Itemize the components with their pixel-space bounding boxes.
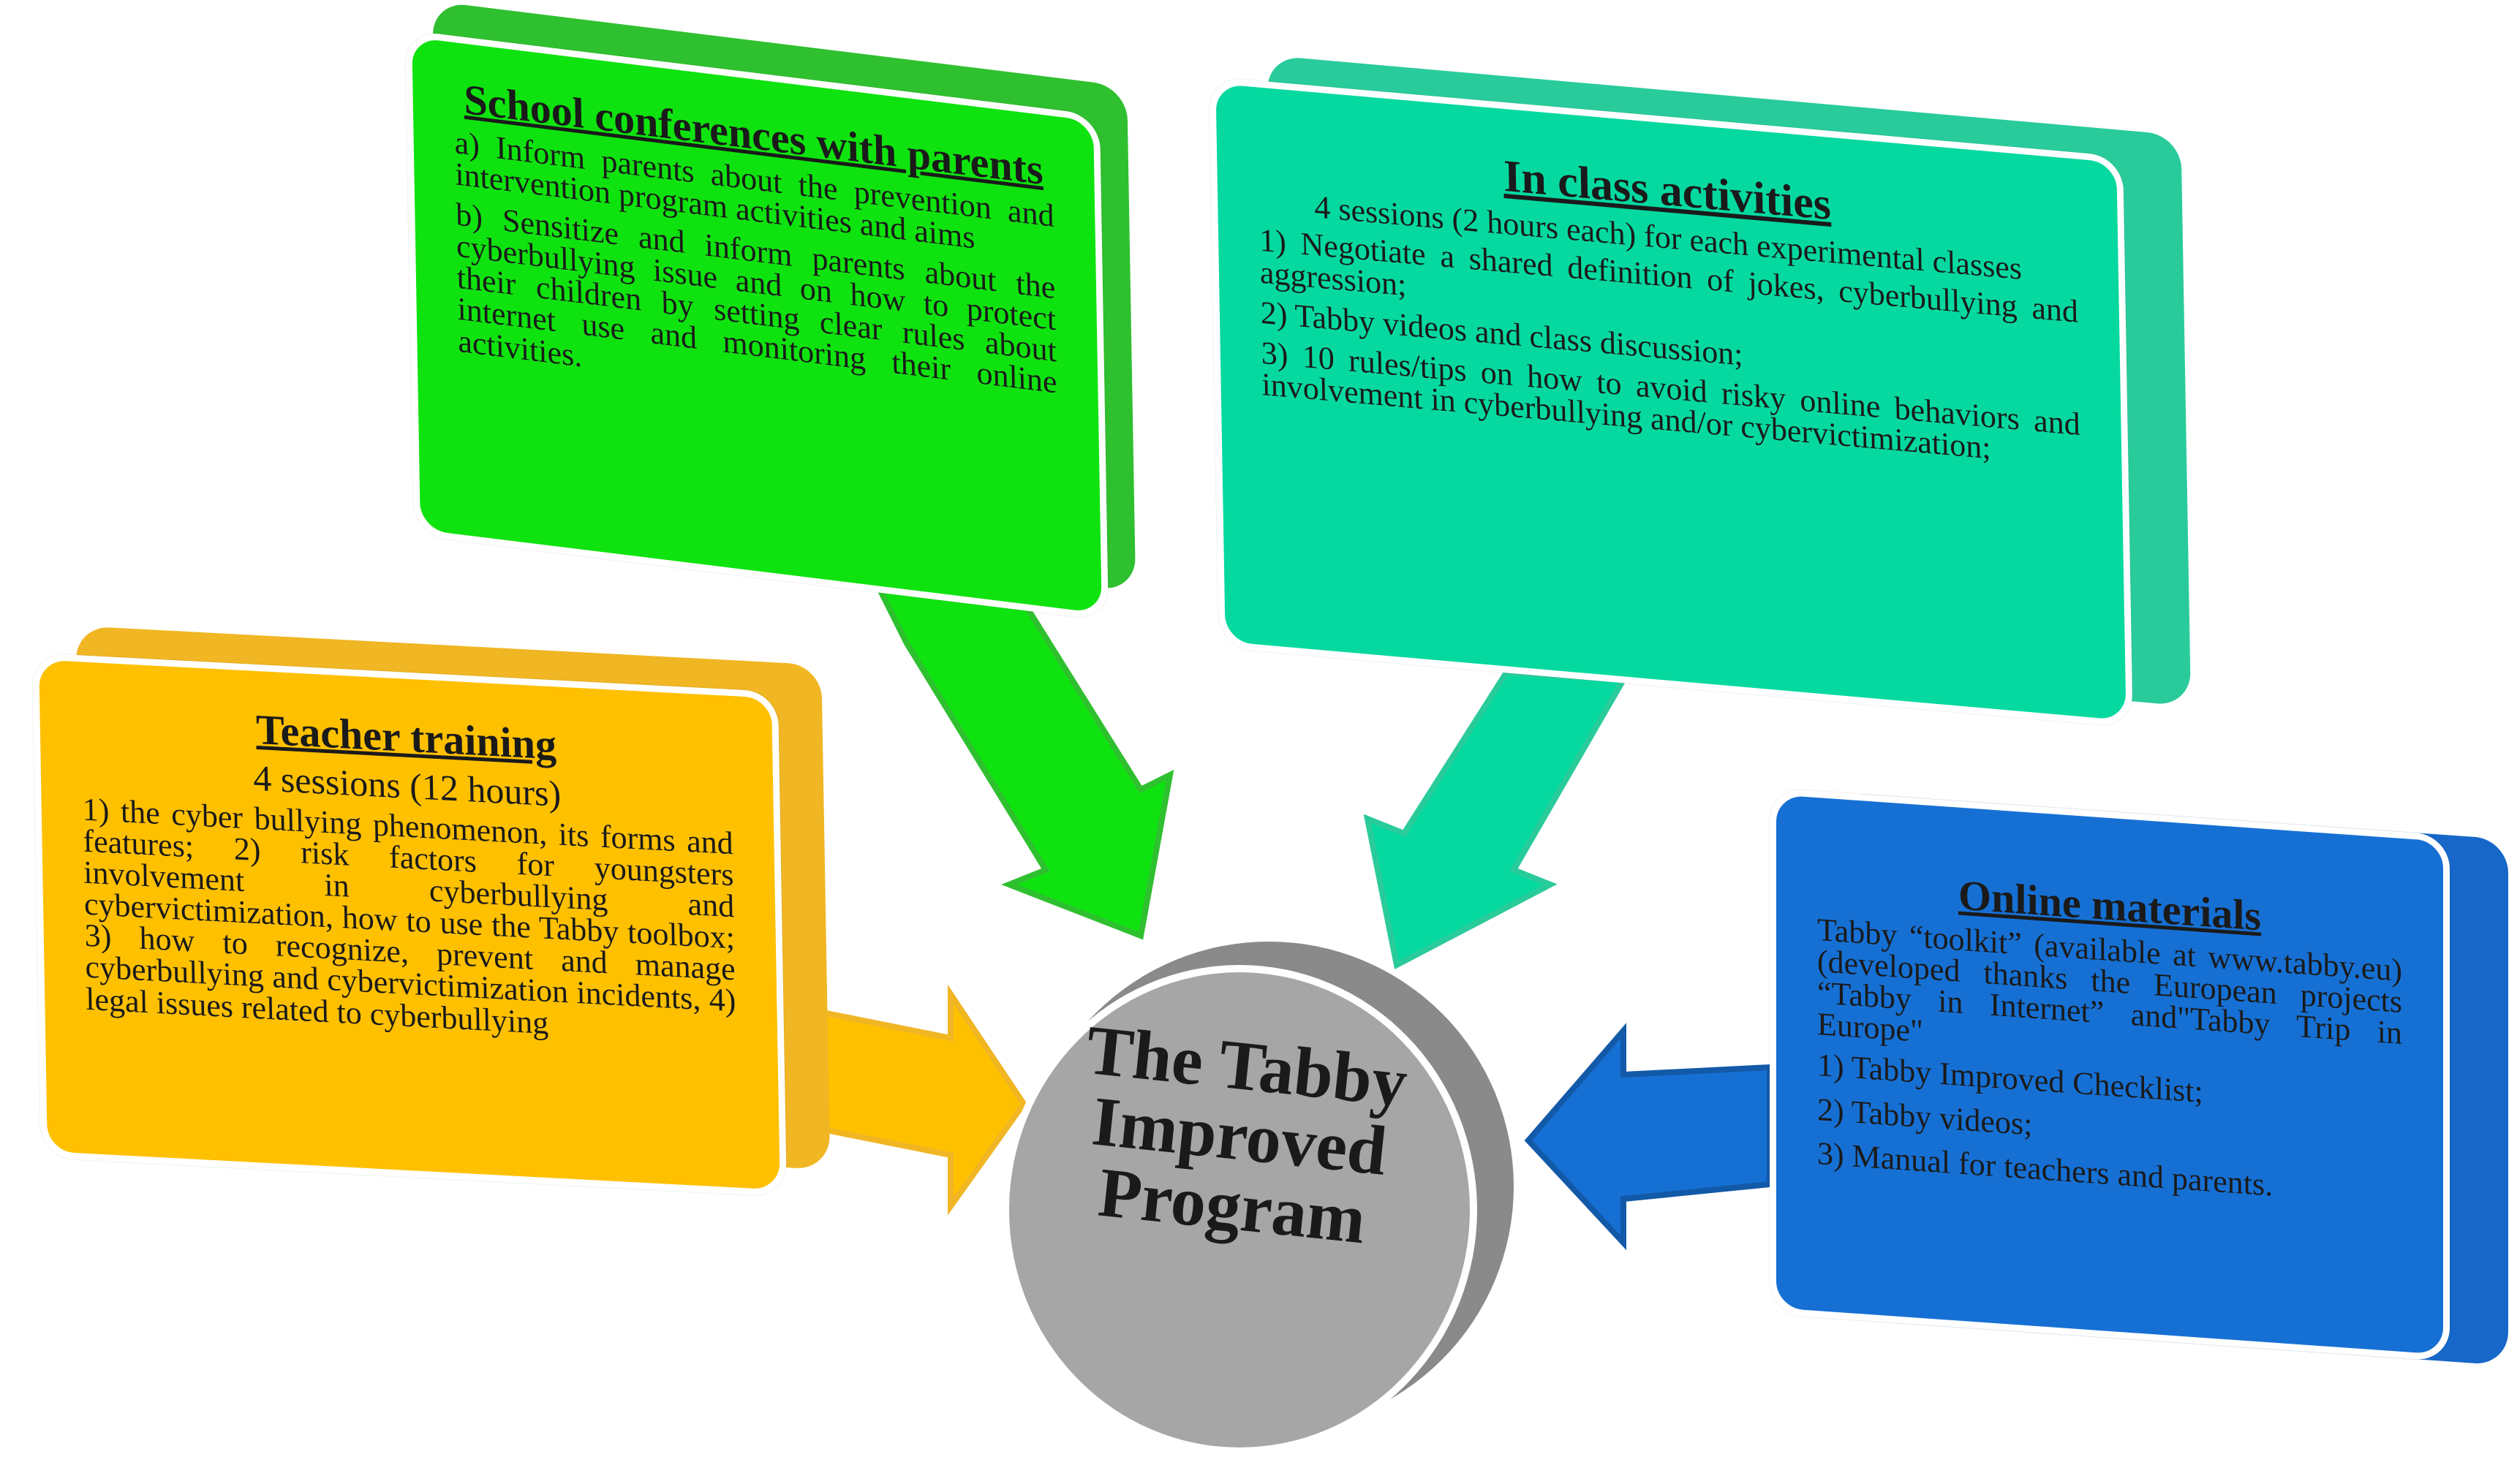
in-class-activities-box-face: In class activities 4 sessions (2 hours … [1209,76,2133,728]
teacher-training-box-face: Teacher training 4 sessions (12 hours) 1… [32,652,787,1197]
teacher-training-box: Teacher training 4 sessions (12 hours) 1… [32,625,831,1197]
teacher-training-body: 1) the cyber bullying phenomenon, its fo… [82,791,736,1041]
in-class-activities-box: In class activities 4 sessions (2 hours … [1209,55,2192,728]
arrow-class-to-center [1363,669,1629,970]
online-materials-box: Online materials Tabby “toolkit” (availa… [1770,787,2508,1366]
arrow-school-to-center [858,553,1174,940]
online-materials-box-face: Online materials Tabby “toolkit” (availa… [1770,787,2450,1362]
arrow-online-to-center [1524,1023,1773,1251]
school-conferences-box: School conferences with parents a) Infor… [405,1,1136,621]
program-center-disc-face [1002,965,1477,1455]
program-center-disc: The Tabby Improved Program [1002,942,1514,1462]
school-conferences-box-face: School conferences with parents a) Infor… [405,29,1109,621]
arrow-teacher-to-center [801,984,1027,1216]
